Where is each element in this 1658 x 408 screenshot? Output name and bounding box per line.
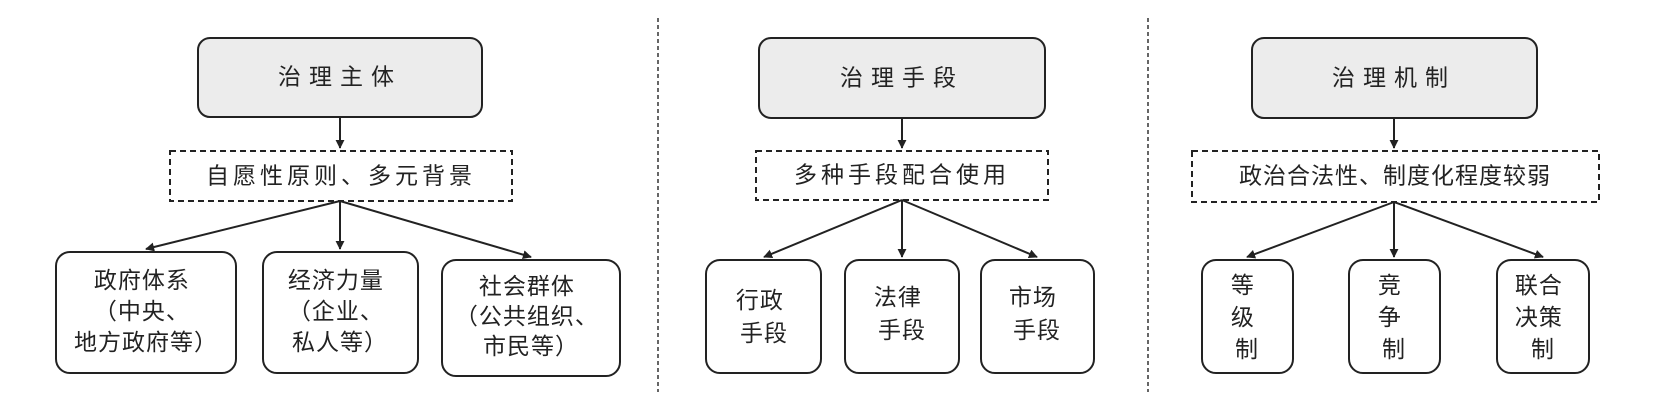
item-label: 市场 手段 [1009,285,1065,344]
item-box [844,259,960,374]
connector-arrow [1393,201,1544,259]
item-box [1201,259,1294,374]
item-box [1496,259,1590,374]
principle-box [755,150,1049,201]
item-label: 等 级 制 [1231,273,1263,363]
principle-label: 自愿性原则、多元背景 [206,164,476,190]
item-label: 竞 争 制 [1378,273,1410,363]
item-box [705,259,822,374]
item-box [1348,259,1441,374]
item-label: 法律 手段 [874,285,930,344]
principle-label: 政治合法性、制度化程度较弱 [1239,164,1551,190]
item-box [441,259,621,377]
header-label: 治理主体 [278,65,402,91]
connector-arrow [145,200,341,252]
principle-label: 多种手段配合使用 [794,163,1010,189]
item-label: 政府体系 （中央、 地方政府等） [74,268,218,356]
item-box [980,259,1095,374]
panel-governance-subject: 治理主体 自愿性原则、多元背景 政府体系 （中央、 地方政府等） 经济力量 （企… [55,37,621,377]
panel-governance-means: 治理手段 多种手段配合使用 行政 手段 法律 手段 市场 手段 [705,37,1095,374]
header-label: 治理机制 [1332,66,1456,92]
item-box [262,251,419,374]
panel-governance-mechanism: 治理机制 政治合法性、制度化程度较弱 等 级 制 竞 争 制 联合 决策 制 [1191,37,1600,374]
connector-arrow [763,199,903,259]
connector-arrow [1246,201,1395,259]
item-label: 行政 手段 [736,288,792,347]
item-label: 经济力量 （企业、 私人等） [288,268,392,356]
connector-arrow [339,200,532,260]
connector-arrow [901,199,1038,258]
item-label: 联合 决策 制 [1515,273,1571,363]
item-label: 社会群体 （公共组织、 市民等） [455,274,607,360]
header-label: 治理手段 [840,66,964,92]
item-box [55,251,237,374]
